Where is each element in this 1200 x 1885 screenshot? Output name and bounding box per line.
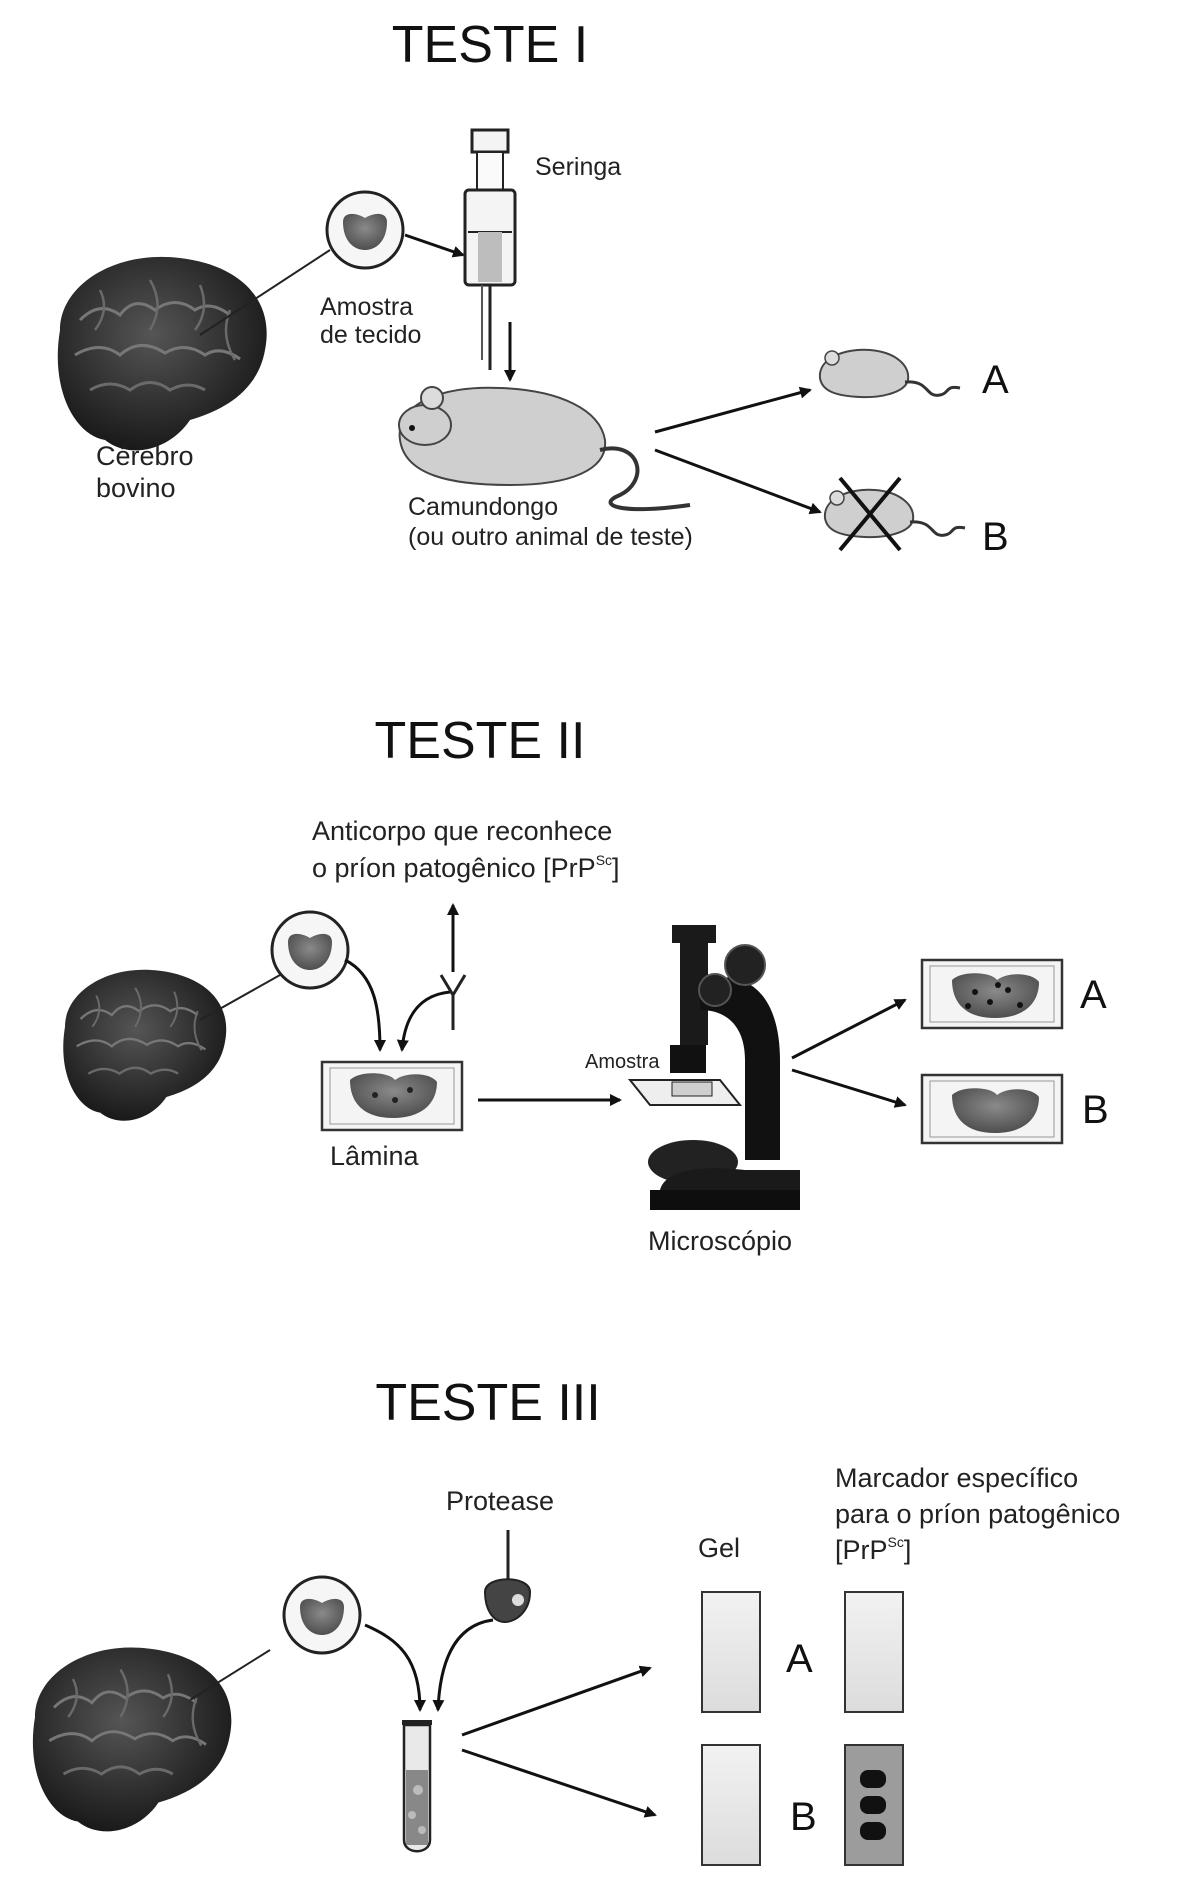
marker-label-sup: Sc xyxy=(888,1534,904,1550)
test1-title: TESTE I xyxy=(392,16,588,74)
syringe-icon xyxy=(463,128,517,370)
outcome-b-label: B xyxy=(790,1795,817,1839)
gel-label: Gel xyxy=(698,1533,740,1563)
microscope-sample-label: Amostra xyxy=(585,1051,660,1073)
arrow xyxy=(791,1068,907,1108)
marker-label-line3: [PrPSc] xyxy=(835,1534,911,1565)
connector-line xyxy=(189,1649,271,1701)
tissue-sample-icon xyxy=(270,910,350,990)
connector-line xyxy=(199,249,331,336)
outcome-a-label: A xyxy=(786,1637,813,1681)
syringe-label: Seringa xyxy=(535,153,621,181)
antibody-label-line1: Anticorpo que reconhece xyxy=(312,816,612,846)
brain-icon xyxy=(62,968,228,1122)
gel-strip-b xyxy=(701,1744,761,1866)
tissue-sample-icon xyxy=(325,190,405,270)
marker-label-main: [PrP xyxy=(835,1535,888,1565)
mouse-dead-icon xyxy=(823,476,966,552)
arrow xyxy=(654,448,822,515)
protease-dropper-icon xyxy=(483,1530,532,1624)
antibody-label-main: o príon patogênico [PrP xyxy=(312,853,596,883)
test3-title: TESTE III xyxy=(375,1374,600,1432)
antibody-label-sup: Sc xyxy=(596,852,612,868)
outcome-b-label: B xyxy=(1082,1088,1109,1132)
brain-icon xyxy=(31,1646,233,1833)
arrow xyxy=(654,386,812,434)
mouse-alive-icon xyxy=(818,348,961,399)
protease-label: Protease xyxy=(446,1486,554,1516)
microscope-icon xyxy=(627,925,800,1210)
test-tube-icon xyxy=(402,1720,432,1853)
result-slide-b xyxy=(920,1073,1064,1145)
brain-label-line2: bovino xyxy=(96,473,176,503)
mouse-label-line2: (ou outro animal de teste) xyxy=(408,523,693,551)
sample-label-line1: Amostra xyxy=(320,293,413,321)
test2-title: TESTE II xyxy=(375,712,586,770)
gel-strip-a xyxy=(701,1591,761,1713)
slide-icon xyxy=(320,1060,464,1132)
antibody-icon xyxy=(439,974,467,1030)
tissue-sample-icon xyxy=(282,1575,362,1655)
mouse-icon xyxy=(398,386,691,512)
brain-label-line1: Cérebro xyxy=(96,441,194,471)
arrow xyxy=(461,1665,652,1737)
outcome-b-label: B xyxy=(982,515,1009,559)
microscope-label: Microscópio xyxy=(648,1226,792,1256)
antibody-label-close: ] xyxy=(612,853,620,883)
marker-label-line2: para o príon patogênico xyxy=(835,1499,1120,1529)
arrow xyxy=(344,958,386,1052)
brain-icon xyxy=(56,255,269,452)
connector-line xyxy=(199,974,281,1021)
mouse-label-line1: Camundongo xyxy=(408,493,558,521)
result-slide-a xyxy=(920,958,1064,1030)
marker-label-line1: Marcador específico xyxy=(835,1463,1078,1493)
arrow xyxy=(461,1748,657,1818)
arrow xyxy=(396,990,451,1052)
outcome-a-label: A xyxy=(982,358,1009,402)
marker-label-close: ] xyxy=(904,1535,912,1565)
marker-strip-a xyxy=(844,1591,904,1713)
sample-label-line2: de tecido xyxy=(320,321,421,349)
arrow xyxy=(364,1623,426,1712)
outcome-a-label: A xyxy=(1080,973,1107,1017)
arrow xyxy=(791,998,907,1060)
arrow xyxy=(404,233,465,258)
slide-label: Lâmina xyxy=(330,1141,420,1171)
arrow xyxy=(432,1618,494,1712)
antibody-label-line2: o príon patogênico [PrPSc] xyxy=(312,852,620,883)
marker-strip-b xyxy=(844,1744,904,1866)
